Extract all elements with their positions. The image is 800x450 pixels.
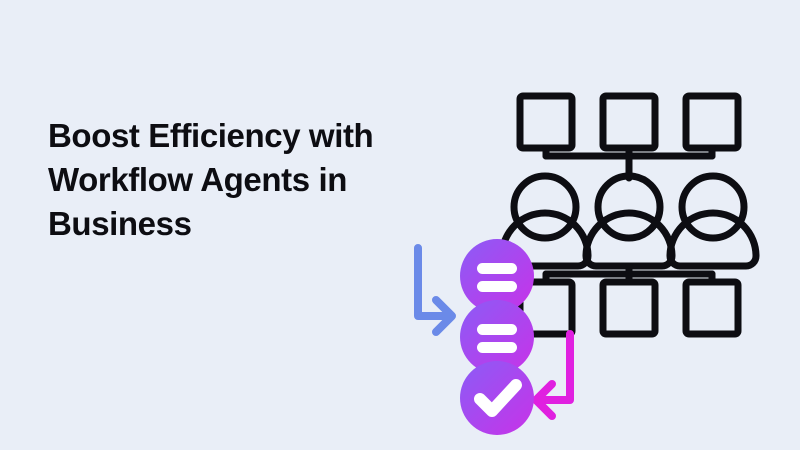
top-node-square-3 — [682, 92, 742, 152]
person-icon-2 — [582, 172, 676, 270]
workflow-agents-illustration — [392, 60, 784, 440]
org-chart-group — [498, 92, 760, 338]
top-node-square-2 — [599, 92, 659, 152]
magenta-elbow-arrow-down-left — [532, 330, 574, 420]
top-node-square-1 — [516, 92, 576, 152]
equals-icon — [477, 324, 517, 353]
badge-equals-1[interactable] — [460, 239, 534, 313]
bottom-node-square-1 — [516, 278, 576, 338]
person-icon-3 — [666, 172, 760, 270]
page-title: Boost Efficiency with Workflow Agents in… — [48, 117, 374, 243]
equals-icon — [477, 263, 517, 292]
check-icon — [474, 379, 522, 417]
bottom-node-square-3 — [682, 278, 742, 338]
bottom-node-square-2 — [599, 278, 659, 338]
badge-equals-2[interactable] — [460, 300, 534, 374]
badge-check[interactable] — [460, 361, 534, 435]
blue-elbow-arrow-down-right — [414, 244, 456, 336]
